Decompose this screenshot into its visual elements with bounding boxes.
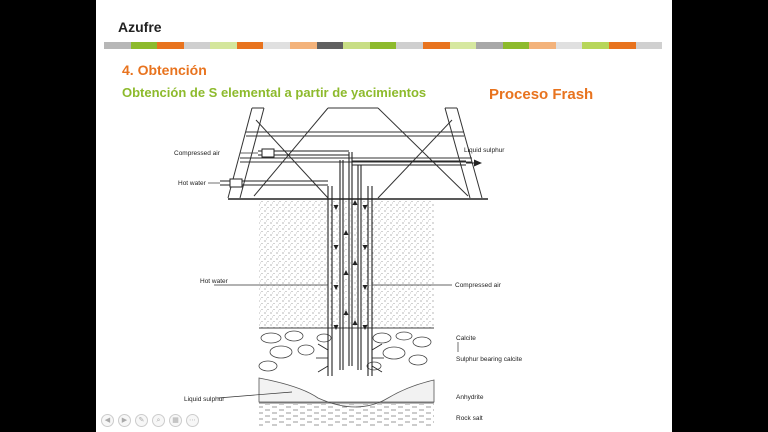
- stripe-segment: [263, 42, 291, 49]
- pen-icon[interactable]: ✎: [135, 414, 148, 427]
- section-subheading: Obtención de S elemental a partir de yac…: [122, 85, 427, 100]
- overburden-layer: [259, 200, 434, 328]
- rock-salt-layer: [259, 404, 434, 426]
- slides-icon[interactable]: ▦: [169, 414, 182, 427]
- label-rock-salt: Rock salt: [456, 415, 483, 422]
- stripe-segment: [449, 42, 477, 49]
- stripe-segment: [608, 42, 636, 49]
- stripe-segment: [210, 42, 237, 49]
- stripe-segment: [236, 42, 264, 49]
- stripe-segment: [555, 42, 583, 49]
- section-heading: 4. Obtención: [122, 62, 207, 78]
- color-stripe: [104, 42, 663, 49]
- stripe-segment: [130, 42, 158, 49]
- label-hot-water-top: Hot water: [178, 180, 207, 187]
- stripe-segment: [369, 42, 397, 49]
- stripe-segment: [476, 42, 503, 49]
- more-icon[interactable]: ⋯: [186, 414, 199, 427]
- forward-icon[interactable]: ▶: [118, 414, 131, 427]
- label-leaders: [208, 152, 459, 399]
- zoom-icon[interactable]: ⌕: [152, 414, 165, 427]
- stripe-segment: [502, 42, 530, 49]
- surface-piping: [220, 148, 466, 188]
- back-icon[interactable]: ◀: [101, 414, 114, 427]
- flow-arrows: [333, 200, 368, 330]
- label-compressed-air-top: Compressed air: [174, 150, 221, 157]
- process-label: Proceso Frash: [489, 86, 594, 103]
- stripe-segment: [343, 42, 370, 49]
- stripe-segment: [582, 42, 609, 49]
- label-liquid-sulphur-top: Liquid sulphur: [464, 147, 505, 154]
- stripe-segment: [316, 42, 344, 49]
- liquid-sulphur-arrow: [474, 159, 482, 167]
- presentation-toolbar: ◀ ▶ ✎ ⌕ ▦ ⋯: [101, 414, 199, 427]
- stripe-segment: [290, 42, 317, 49]
- label-sulphur-bearing-calcite: Sulphur bearing calcite: [456, 356, 523, 363]
- label-liquid-sulphur-bottom: Liquid sulphur: [184, 396, 225, 403]
- stripe-segment: [529, 42, 556, 49]
- label-compressed-air-side: Compressed air: [455, 282, 502, 289]
- hot-water-spray: [316, 343, 384, 373]
- stripe-segment: [104, 42, 131, 49]
- stripe-segment: [183, 42, 211, 49]
- well-casing: [327, 152, 373, 376]
- frasch-process-diagram: Compressed air Hot water Liquid sulphur …: [174, 107, 523, 426]
- sulphur-calcite-rocks: [258, 330, 432, 372]
- stripe-segment: [422, 42, 450, 49]
- slide-title: Azufre: [118, 19, 162, 35]
- stripe-segment: [635, 42, 663, 49]
- stripe-segment: [396, 42, 423, 49]
- stripe-segment: [157, 42, 184, 49]
- label-anhydrite: Anhydrite: [456, 394, 484, 401]
- label-calcite: Calcite: [456, 335, 476, 342]
- label-hot-water-side: Hot water: [200, 278, 229, 285]
- slide: Azufre 4. Obtención Obtención de S eleme…: [96, 0, 672, 432]
